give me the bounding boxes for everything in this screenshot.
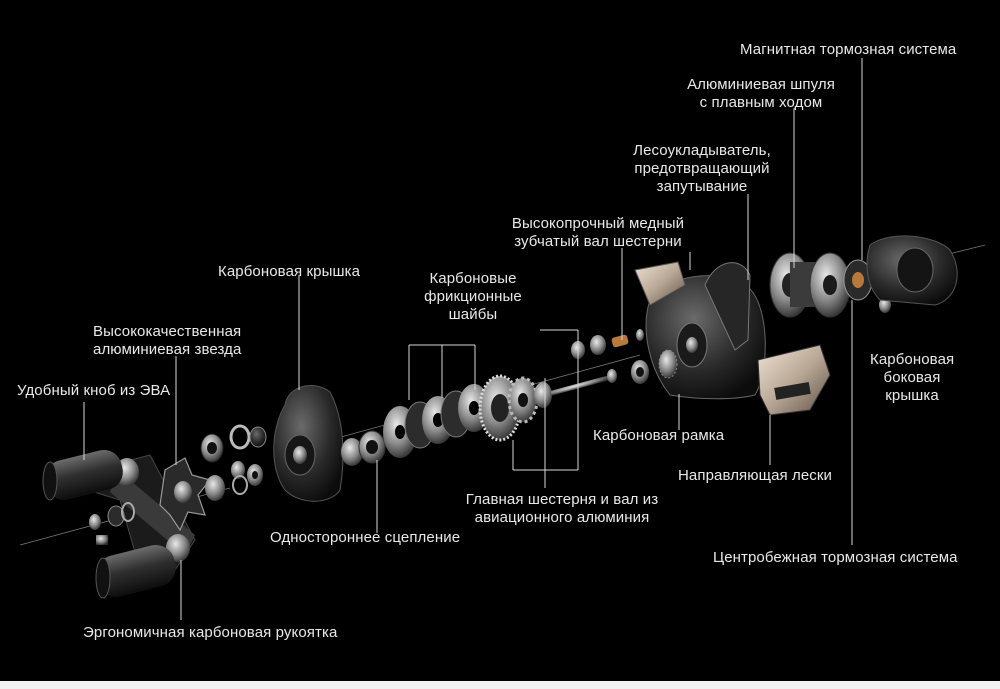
carbon-frame-illustration xyxy=(631,262,766,400)
pinion-shaft-illustration xyxy=(571,329,644,359)
line-guide-illustration xyxy=(757,344,831,416)
friction-washers xyxy=(383,384,490,458)
label-levelwind: Лесоукладыватель, предотвращающий запуты… xyxy=(622,142,782,196)
label-spool: Алюминиевая шпуля с плавным ходом xyxy=(672,76,850,112)
label-centrifugal-brake: Центробежная тормозная система xyxy=(713,549,958,566)
side-cover-illustration xyxy=(866,235,958,306)
label-side-cover-line2: боковая xyxy=(883,369,941,386)
leader-lines xyxy=(83,58,863,620)
label-star-line1: Высококачественная xyxy=(93,323,242,340)
label-star-drag: Высококачественная алюминиевая звезда xyxy=(93,323,241,359)
label-side-cover: Карбоновая боковая крышка xyxy=(870,351,954,405)
label-carbon-frame: Карбоновая рамка xyxy=(593,427,725,444)
label-side-cover-line3: крышка xyxy=(885,387,939,404)
label-spool-line2: с плавным ходом xyxy=(699,94,823,111)
label-line-guide: Направляющая лески xyxy=(678,467,833,484)
spool-illustration xyxy=(769,252,851,318)
label-main-gear-line2: авиационного алюминия xyxy=(474,509,650,526)
label-washers-line3: шайбы xyxy=(448,306,498,323)
label-washers-line1: Карбоновые xyxy=(429,270,517,287)
eva-knob-top xyxy=(42,449,123,501)
label-main-gear: Главная шестерня и вал из авиационного а… xyxy=(453,491,671,527)
label-one-way-clutch: Одностороннее сцепление xyxy=(270,529,461,546)
eva-knob-bottom xyxy=(95,544,176,599)
star-bearings xyxy=(200,424,267,501)
handle-small-parts xyxy=(89,502,135,545)
label-magnetic-brake: Магнитная тормозная система xyxy=(740,41,957,58)
label-star-line2: алюминиевая звезда xyxy=(93,341,242,358)
bottom-strip xyxy=(0,681,1000,689)
label-spool-line1: Алюминиевая шпуля xyxy=(687,76,835,93)
carbon-cover-illustration xyxy=(273,385,344,502)
label-eva-knob: Удобный кноб из ЭВА xyxy=(17,382,171,399)
label-levelwind-line3: запутывание xyxy=(656,178,748,195)
gear-shaft xyxy=(550,369,617,396)
label-main-gear-line1: Главная шестерня и вал из xyxy=(465,491,659,508)
main-gear-illustration xyxy=(478,374,552,442)
label-pinion-line1: Высокопрочный медный xyxy=(511,215,685,232)
clutch-bearing xyxy=(341,430,386,466)
levelwind-plate xyxy=(634,261,686,306)
centrifugal-brake-illustration xyxy=(843,259,891,313)
aluminium-star-drag xyxy=(159,457,212,532)
label-levelwind-line1: Лесоукладыватель, xyxy=(633,142,771,159)
label-pinion-shaft: Высокопрочный медный зубчатый вал шестер… xyxy=(496,215,700,251)
label-washers-line2: фрикционные xyxy=(424,288,522,305)
label-levelwind-line2: предотвращающий xyxy=(634,160,770,177)
label-carbon-cover: Карбоновая крышка xyxy=(218,263,361,280)
label-side-cover-line1: Карбоновая xyxy=(870,351,955,368)
label-carbon-handle: Эргономичная карбоновая рукоятка xyxy=(83,624,338,641)
label-friction-washers: Карбоновые фрикционные шайбы xyxy=(412,270,534,324)
label-pinion-line2: зубчатый вал шестерни xyxy=(514,233,682,250)
